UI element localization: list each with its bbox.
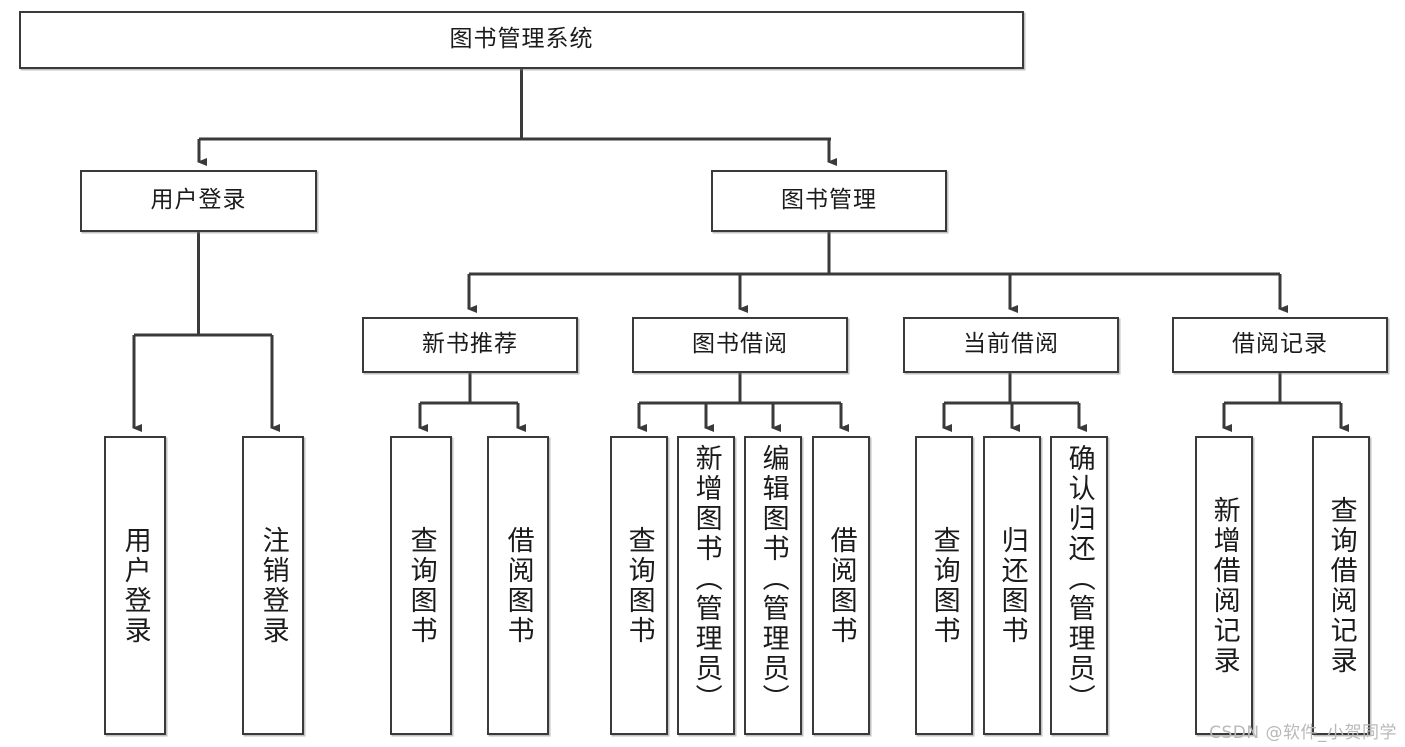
node-new-book-recommend-label: 新书推荐 (422, 331, 518, 358)
node-book-management[interactable]: 图书管理 (711, 170, 947, 232)
leaf-query-book-current-label: 查询图书 (928, 525, 960, 646)
node-root[interactable]: 图书管理系统 (19, 11, 1024, 69)
leaf-user-logout-label: 注销登录 (257, 525, 289, 646)
node-book-borrow[interactable]: 图书借阅 (632, 317, 848, 373)
leaf-user-login-label: 用户登录 (119, 525, 151, 646)
leaf-query-book-new-label: 查询图书 (405, 525, 437, 646)
leaf-query-borrow-record-label: 查询借阅记录 (1325, 495, 1357, 676)
node-user-login-label: 用户登录 (150, 187, 247, 214)
leaf-add-book-admin[interactable]: 新增图书（管理员） (677, 436, 735, 735)
leaf-query-book-borrow[interactable]: 查询图书 (610, 436, 668, 735)
node-new-book-recommend[interactable]: 新书推荐 (362, 317, 578, 373)
leaf-query-book-current[interactable]: 查询图书 (915, 436, 973, 735)
leaf-query-book-new[interactable]: 查询图书 (390, 436, 452, 735)
node-user-login[interactable]: 用户登录 (80, 170, 317, 232)
leaf-lend-book-label: 借阅图书 (825, 525, 857, 646)
leaf-lend-book[interactable]: 借阅图书 (812, 436, 870, 735)
leaf-confirm-return-admin-label: 确认归还（管理员） (1063, 444, 1095, 714)
leaf-return-book-label: 归还图书 (996, 525, 1028, 646)
node-book-borrow-label: 图书借阅 (692, 331, 788, 358)
leaf-add-borrow-record[interactable]: 新增借阅记录 (1195, 436, 1253, 735)
leaf-add-borrow-record-label: 新增借阅记录 (1208, 495, 1240, 676)
leaf-borrow-book-new-label: 借阅图书 (502, 525, 534, 646)
leaf-confirm-return-admin[interactable]: 确认归还（管理员） (1050, 436, 1108, 735)
node-borrow-records[interactable]: 借阅记录 (1172, 317, 1388, 373)
leaf-user-login[interactable]: 用户登录 (104, 436, 166, 735)
node-current-borrow[interactable]: 当前借阅 (903, 317, 1119, 373)
leaf-query-book-borrow-label: 查询图书 (623, 525, 655, 646)
leaf-user-logout[interactable]: 注销登录 (242, 436, 304, 735)
csdn-watermark: CSDN @软件_小贺同学 (1209, 723, 1397, 743)
node-borrow-records-label: 借阅记录 (1232, 331, 1328, 358)
leaf-query-borrow-record[interactable]: 查询借阅记录 (1312, 436, 1370, 735)
node-book-management-label: 图书管理 (781, 187, 877, 214)
leaf-borrow-book-new[interactable]: 借阅图书 (487, 436, 549, 735)
leaf-edit-book-admin[interactable]: 编辑图书（管理员） (744, 436, 802, 735)
leaf-edit-book-admin-label: 编辑图书（管理员） (757, 444, 789, 714)
leaf-add-book-admin-label: 新增图书（管理员） (690, 444, 722, 714)
leaf-return-book[interactable]: 归还图书 (983, 436, 1041, 735)
node-current-borrow-label: 当前借阅 (963, 331, 1059, 358)
node-root-label: 图书管理系统 (449, 26, 594, 53)
